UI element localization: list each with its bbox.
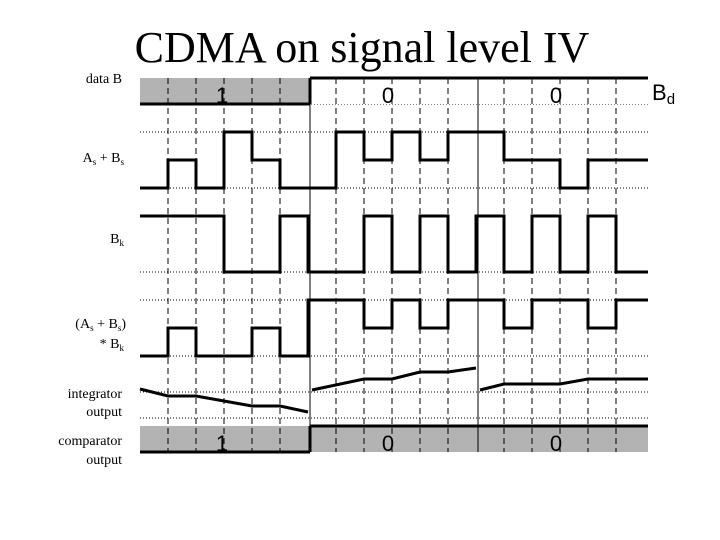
integrator-bit-3 xyxy=(479,377,648,392)
label-as-plus-bs: As + Bs xyxy=(83,151,125,167)
comparator-bits: 1 0 0 xyxy=(140,424,648,456)
bit-box-2-fill xyxy=(311,78,648,104)
comp-box-2-fill xyxy=(311,426,648,452)
integrator-bit-2 xyxy=(311,366,477,392)
label-comparator-line1: comparator xyxy=(58,434,122,449)
label-product-line2: * Bk xyxy=(100,337,125,353)
integrator-waveform xyxy=(139,366,648,414)
data-bit-3: 0 xyxy=(550,83,562,108)
data-b-bits: 1 0 0 xyxy=(140,76,648,108)
as-plus-bs-waveform xyxy=(140,130,648,190)
comparator-bit-3: 0 xyxy=(550,431,562,456)
label-bd: Bd xyxy=(652,80,675,108)
bk-waveform xyxy=(140,214,648,274)
product-waveform xyxy=(140,298,648,358)
comparator-bit-2: 0 xyxy=(382,431,394,456)
label-integrator-line1: integrator xyxy=(68,387,123,402)
integrator-bit-1 xyxy=(139,387,309,414)
slide-title: CDMA on signal level IV xyxy=(135,23,590,72)
label-integrator-line2: output xyxy=(86,405,122,420)
horizontal-guides xyxy=(140,103,648,419)
data-bit-1: 1 xyxy=(216,83,228,108)
comparator-bit-1: 1 xyxy=(216,431,228,456)
label-comparator-line2: output xyxy=(86,453,122,468)
label-bk: Bk xyxy=(110,232,124,248)
data-bit-2: 0 xyxy=(382,83,394,108)
bit-boundaries xyxy=(309,78,479,452)
label-product-line1: (As + Bs) xyxy=(75,317,126,333)
label-data-b: data B xyxy=(86,72,122,87)
